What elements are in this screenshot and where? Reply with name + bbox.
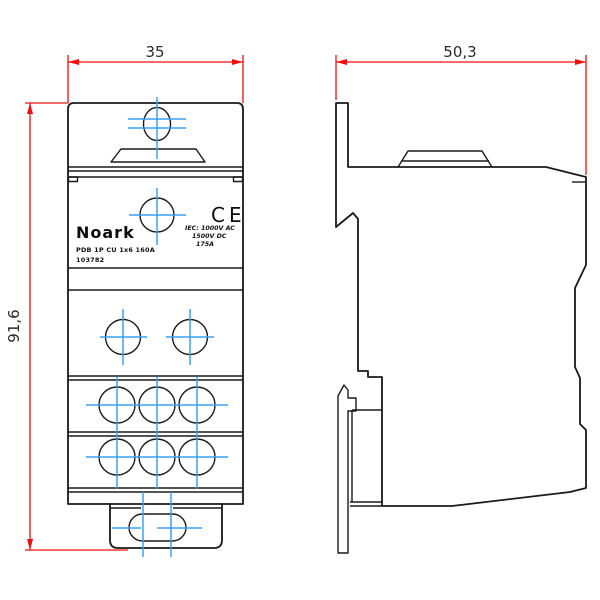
front-top-bump: [110, 148, 206, 163]
side-width-value: 50,3: [443, 43, 476, 61]
front-width-dimension: 35: [67, 43, 244, 103]
side-width-dimension: 50,3: [335, 43, 587, 175]
front-height-value: 91,6: [5, 309, 23, 342]
ce-mark: CE: [211, 203, 246, 227]
product-name-text: PDB 1P CU 1x6 160A: [76, 246, 155, 254]
rating-line-1: IEC: 1000V AC: [185, 225, 235, 232]
front-width-value: 35: [145, 43, 164, 61]
dimensions: 35 91,6 50,3: [5, 43, 587, 551]
front-body: [67, 102, 244, 505]
side-body-outline: [335, 102, 587, 507]
front-body-outline: [67, 102, 244, 549]
brand-logo: Noark: [76, 223, 135, 242]
front-cap-tab-right: [232, 176, 244, 183]
front-bottom-protrusion: [109, 503, 223, 549]
front-label-area: Noark PDB 1P CU 1x6 160A 103782 CE IEC: …: [76, 203, 246, 264]
front-cap-tab-left: [67, 176, 79, 183]
side-top-bump: [397, 150, 493, 168]
front-view: Noark PDB 1P CU 1x6 160A 103782 CE IEC: …: [67, 97, 246, 557]
front-height-dimension: 91,6: [5, 102, 128, 551]
side-view: [335, 102, 587, 554]
side-din-clip: [337, 384, 357, 554]
rating-line-2: 1500V DC: [192, 233, 227, 240]
part-number-text: 103782: [76, 256, 104, 264]
rating-line-3: 175A: [196, 241, 214, 248]
front-centerlines: [86, 97, 228, 557]
